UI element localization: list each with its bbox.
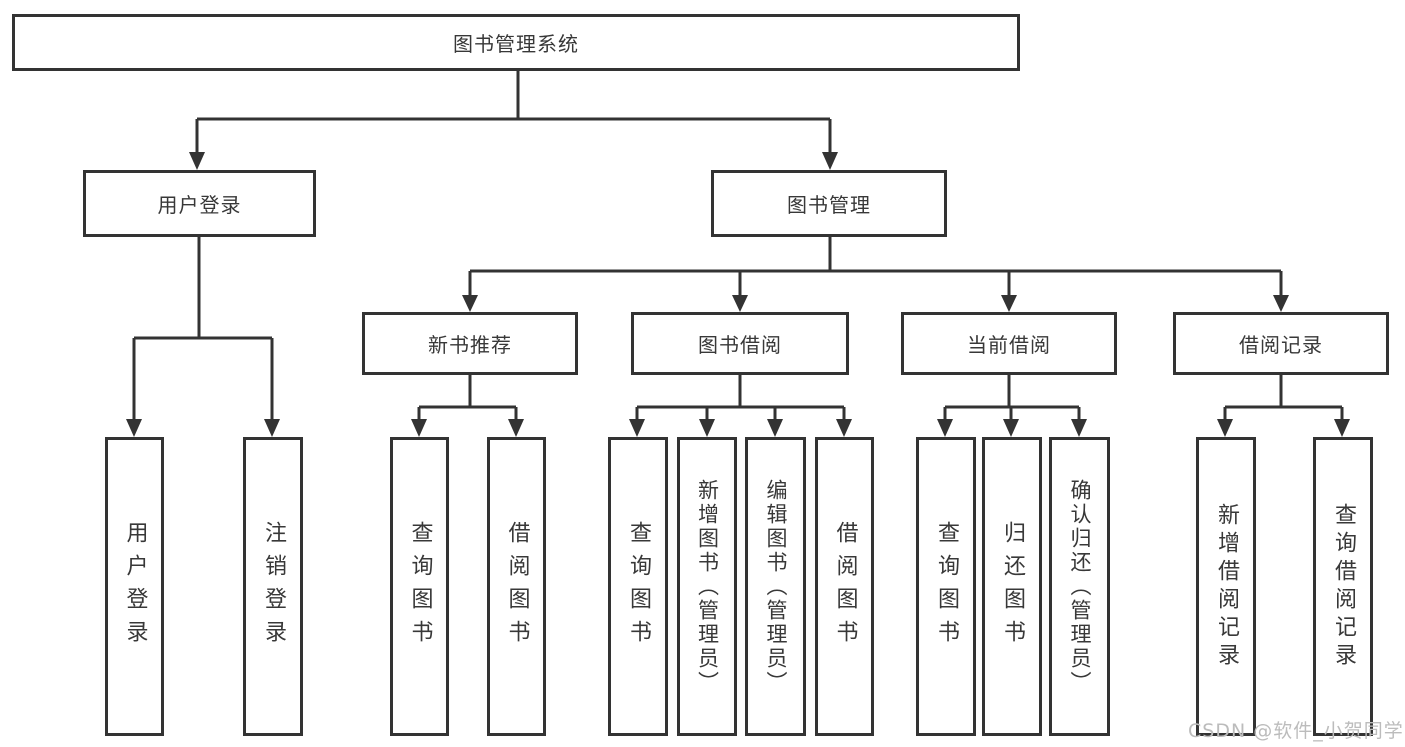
node-current-borrowing-label: 当前借阅 [967, 333, 1051, 357]
leaf-br-add-record-label: 新增借阅记录 [1214, 502, 1239, 671]
node-book-borrowing-label: 图书借阅 [698, 333, 782, 357]
watermark: CSDN @软件_小贺同学 [1188, 720, 1404, 742]
leaf-bb-edit-book-admin: 编辑图书（管理员） [745, 437, 806, 736]
node-current-borrowing: 当前借阅 [901, 312, 1117, 375]
leaf-br-query-record: 查询借阅记录 [1313, 437, 1373, 736]
node-new-book-recommend: 新书推荐 [362, 312, 578, 375]
leaf-br-query-record-label: 查询借阅记录 [1331, 502, 1356, 671]
leaf-bb-query-book: 查询图书 [608, 437, 668, 736]
leaf-cb-confirm-return-admin: 确认归还（管理员） [1049, 437, 1110, 736]
leaf-nb-query-book: 查询图书 [390, 437, 449, 736]
leaf-logout: 注销登录 [243, 437, 303, 736]
leaf-bb-add-book-admin-label: 新增图书（管理员） [695, 478, 720, 695]
leaf-bb-edit-book-admin-label: 编辑图书（管理员） [764, 478, 788, 695]
leaf-cb-return-book: 归还图书 [982, 437, 1042, 736]
leaf-cb-confirm-return-admin-label: 确认归还（管理员） [1068, 478, 1092, 695]
leaf-bb-borrow-book: 借阅图书 [815, 437, 874, 736]
leaf-cb-return-book-label: 归还图书 [1000, 520, 1025, 653]
node-borrowing-records-label: 借阅记录 [1239, 333, 1323, 357]
leaf-nb-borrow-book-label: 借阅图书 [504, 520, 530, 653]
connector-lines [132, 71, 1344, 424]
leaf-user-login-label: 用户登录 [122, 520, 148, 653]
leaf-nb-query-book-label: 查询图书 [407, 520, 433, 653]
leaf-bb-add-book-admin: 新增图书（管理员） [677, 437, 737, 736]
leaf-nb-borrow-book: 借阅图书 [487, 437, 546, 736]
leaf-cb-query-book: 查询图书 [916, 437, 976, 736]
leaf-user-login: 用户登录 [105, 437, 164, 736]
node-user-login-label: 用户登录 [157, 193, 242, 217]
node-root-label: 图书管理系统 [453, 32, 579, 56]
node-book-borrowing: 图书借阅 [631, 312, 849, 375]
node-book-management: 图书管理 [711, 170, 947, 237]
node-user-login: 用户登录 [83, 170, 316, 237]
leaf-br-add-record: 新增借阅记录 [1196, 437, 1256, 736]
leaf-cb-query-book-label: 查询图书 [934, 520, 959, 653]
leaf-bb-query-book-label: 查询图书 [626, 520, 651, 653]
node-new-book-recommend-label: 新书推荐 [428, 333, 512, 357]
node-book-management-label: 图书管理 [787, 193, 871, 217]
leaf-bb-borrow-book-label: 借阅图书 [832, 520, 858, 653]
node-borrowing-records: 借阅记录 [1173, 312, 1389, 375]
node-root: 图书管理系统 [12, 14, 1020, 71]
leaf-logout-label: 注销登录 [261, 520, 286, 653]
